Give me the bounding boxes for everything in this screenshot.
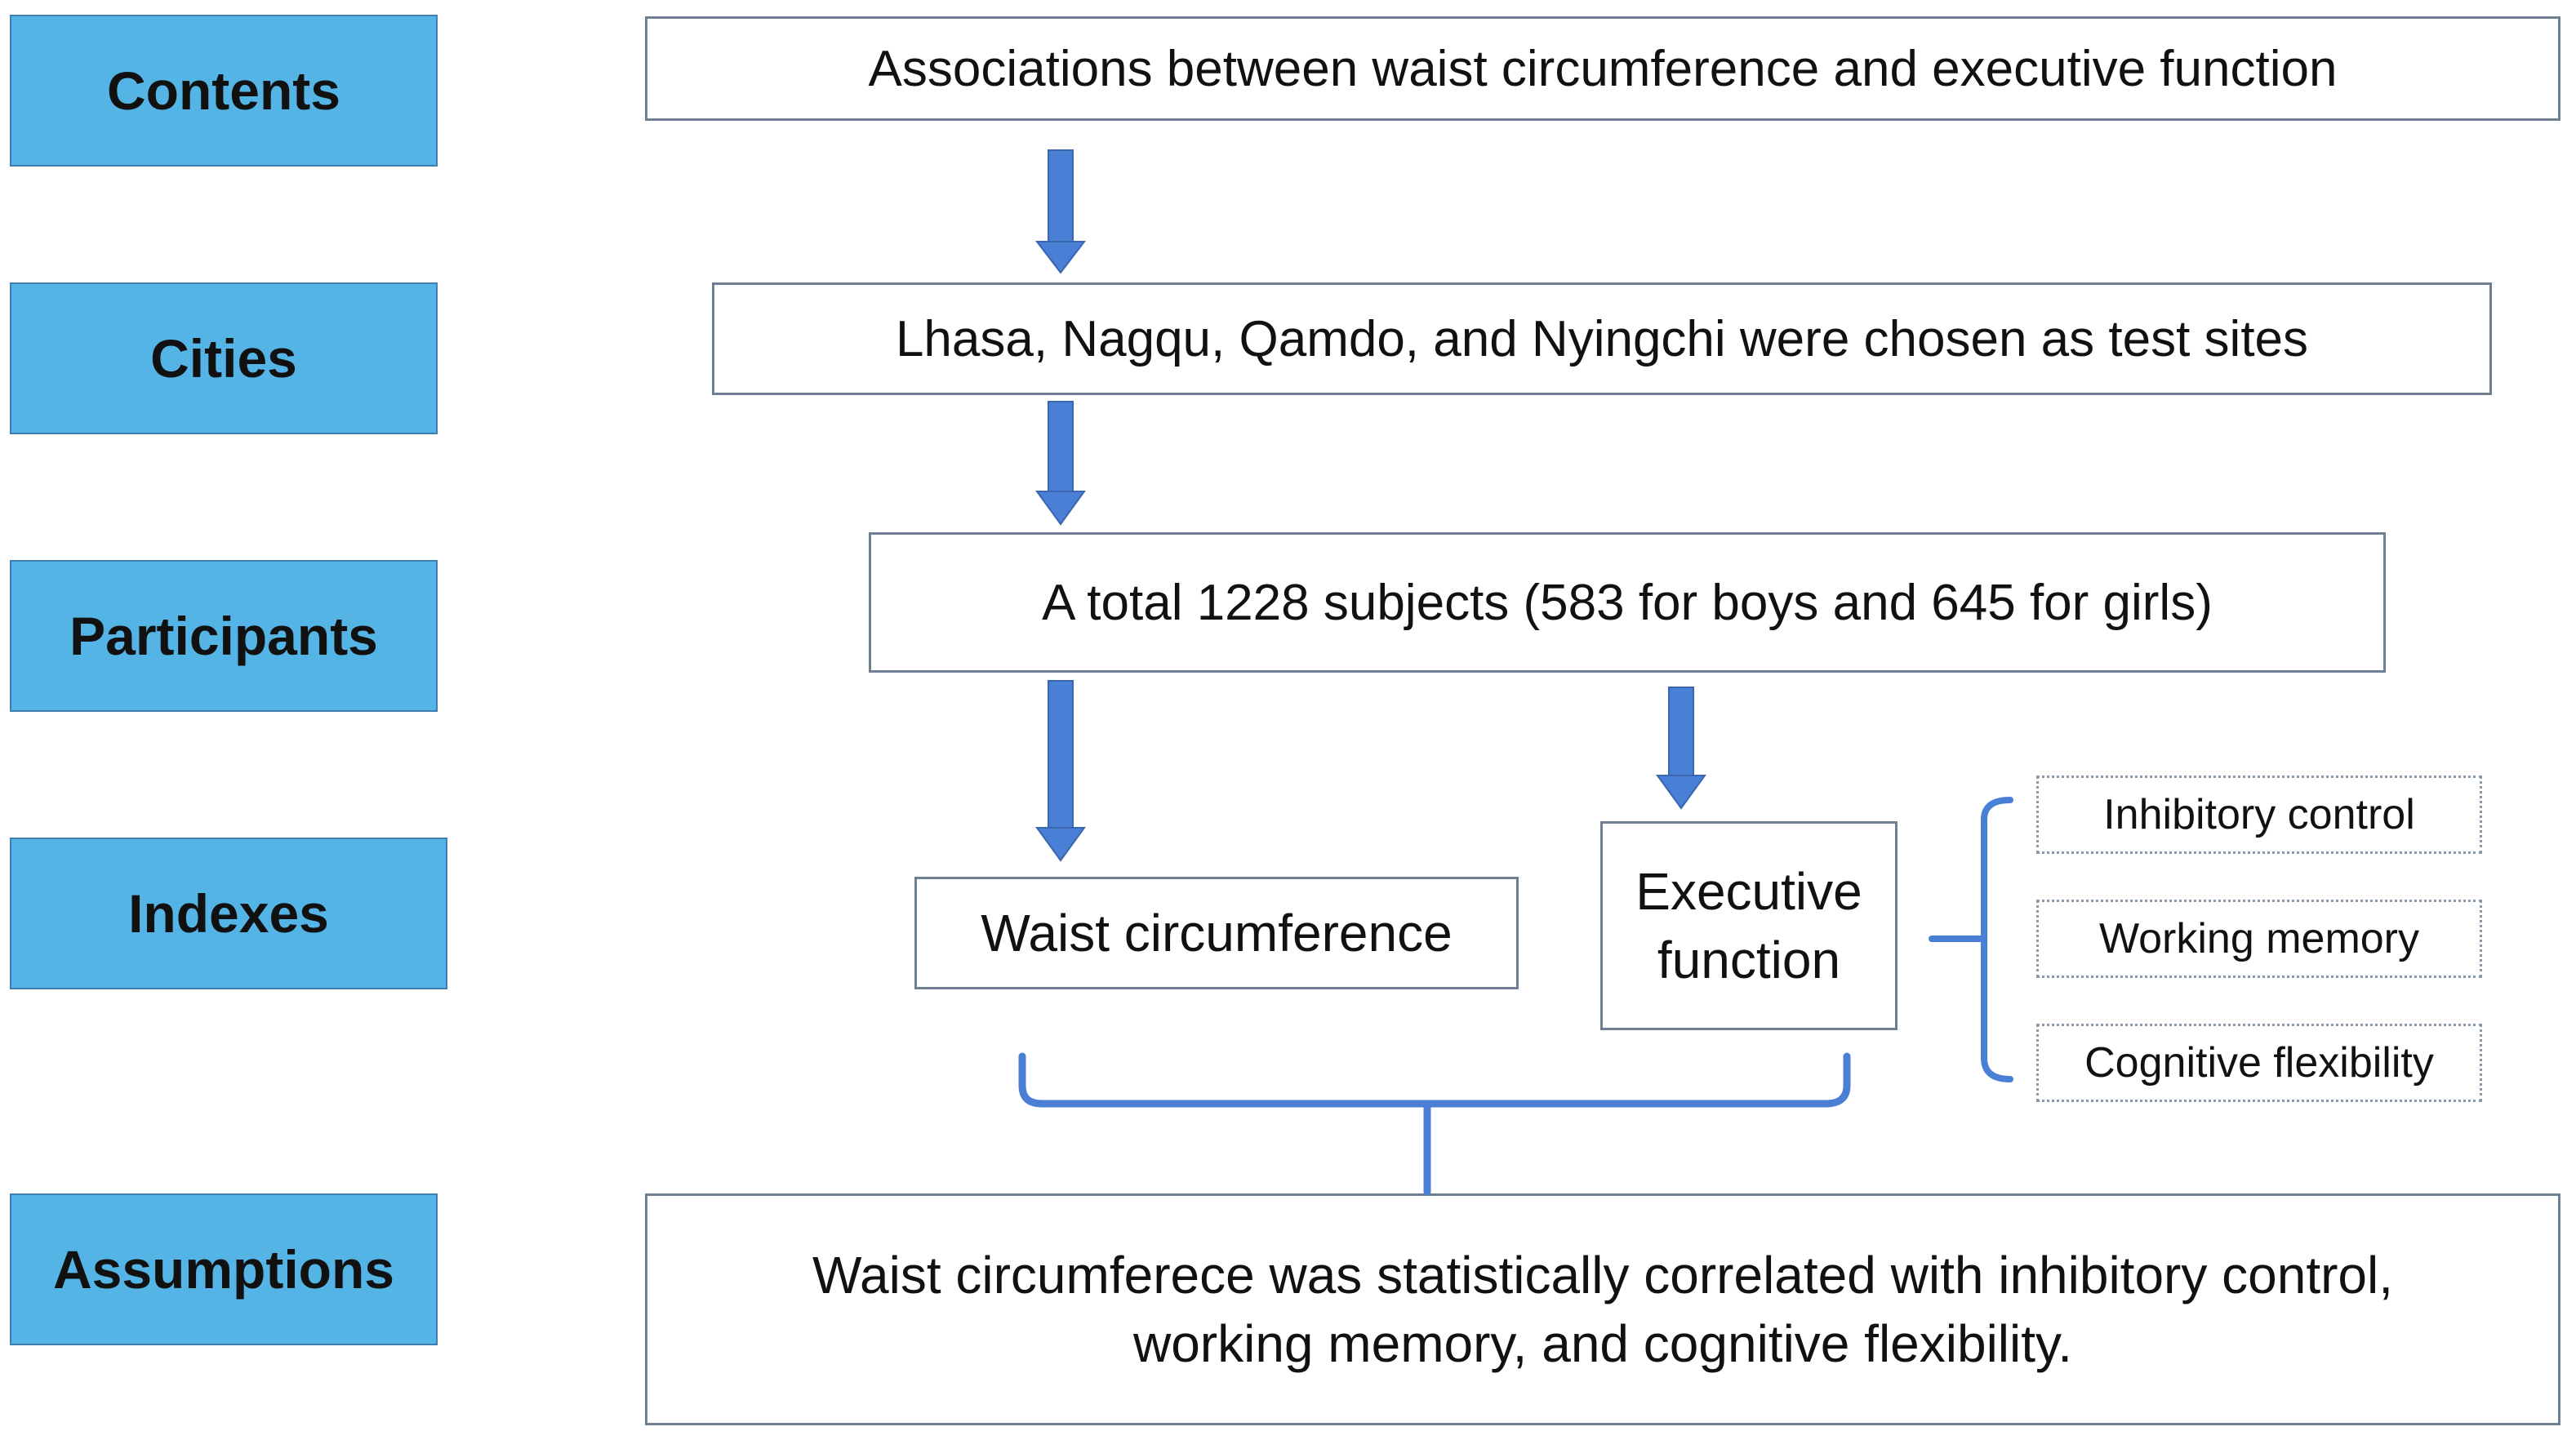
assumption-line2: working memory, and cognitive flexibilit… [1132,1314,2073,1373]
label-indexes-text: Indexes [128,883,329,944]
participants-box: A total 1228 subjects (583 for boys and … [869,532,2386,673]
assumptions-box: Waist circumferece was statistically cor… [645,1193,2560,1425]
label-assumptions-text: Assumptions [52,1239,395,1300]
arrow-contents-to-cities [1034,149,1087,274]
executive-function-line2: function [1657,931,1841,989]
working-memory-box: Working memory [2036,900,2482,978]
assumption-line1: Waist circumferece was statistically cor… [812,1246,2394,1304]
participants-text: A total 1228 subjects (583 for boys and … [1042,574,2213,631]
contents-text: Associations between waist circumference… [868,40,2338,97]
label-contents: Contents [10,15,438,167]
label-cities-text: Cities [150,328,297,389]
working-memory-text: Working memory [2098,915,2419,962]
label-indexes: Indexes [10,838,447,989]
executive-function-box: Executive function [1600,821,1898,1030]
waist-circumference-box: Waist circumference [914,877,1519,989]
inhibitory-control-text: Inhibitory control [2103,791,2415,838]
cities-text: Lhasa, Nagqu, Qamdo, and Nyingchi were c… [895,310,2309,367]
indexes-join-bracket [1018,1052,1851,1196]
arrow-cities-to-participants [1035,401,1086,526]
cities-box: Lhasa, Nagqu, Qamdo, and Nyingchi were c… [712,282,2492,395]
label-assumptions: Assumptions [10,1193,438,1345]
arrow-participants-to-waist [1035,680,1086,862]
cognitive-flexibility-text: Cognitive flexibility [2084,1039,2434,1087]
label-contents-text: Contents [107,60,340,121]
label-cities: Cities [10,282,438,434]
arrow-participants-to-executive [1656,687,1706,810]
label-participants: Participants [10,560,438,712]
contents-box: Associations between waist circumference… [645,16,2560,121]
waist-circumference-text: Waist circumference [981,904,1453,962]
executive-function-line1: Executive [1635,862,1862,921]
inhibitory-control-box: Inhibitory control [2036,776,2482,854]
label-participants-text: Participants [69,606,378,666]
executive-components-bracket [1929,797,2013,1082]
cognitive-flexibility-box: Cognitive flexibility [2036,1024,2482,1102]
